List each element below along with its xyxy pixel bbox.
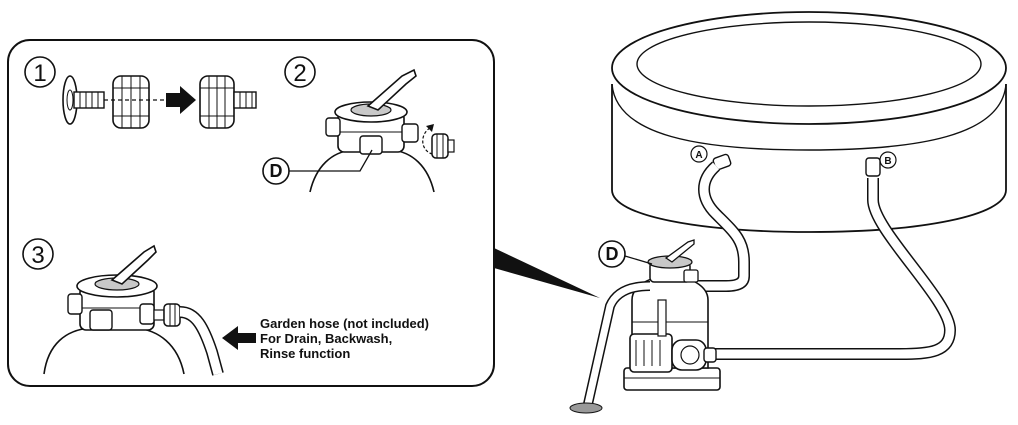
hose-note-line3: Rinse function <box>260 346 350 361</box>
step-1: 1 <box>24 56 257 129</box>
multiport-valve-icon <box>325 68 419 155</box>
step-2: 2 D <box>262 56 455 193</box>
assembly-arrow-icon <box>166 86 196 114</box>
drain-hose-inner <box>584 282 651 405</box>
strainer-part-icon <box>62 75 105 125</box>
port-a-badge <box>690 145 708 163</box>
step-1-number: 1 <box>33 60 46 87</box>
drain-puddle <box>569 402 603 414</box>
sand-filter-pump <box>623 239 721 391</box>
rotate-arrow-icon <box>422 127 433 155</box>
multiport-valve-step3-icon <box>67 244 158 331</box>
port-a-label: A <box>695 150 702 161</box>
garden-hose-inner <box>179 307 223 376</box>
hose-b-inner <box>706 178 955 359</box>
step-3-number: 3 <box>31 242 44 269</box>
port-b-label: B <box>884 156 891 167</box>
step-2-number: 2 <box>293 60 306 87</box>
pool-ring-lower <box>611 83 1007 151</box>
valve-label-d: D <box>270 161 283 181</box>
hose-a-inner <box>686 162 749 291</box>
hose-note-line1: Garden hose (not included) <box>260 316 429 331</box>
step-2-badge <box>284 56 316 88</box>
pump-valve-label-d-badge <box>598 240 626 268</box>
valve-d-leader-line <box>289 149 373 172</box>
port-a: A <box>690 145 732 171</box>
step-3: 3 Garden hose (not included) For Drai <box>22 238 429 376</box>
pool-inner-ring <box>636 21 982 107</box>
hose-note-line2: For Drain, Backwash, <box>260 331 392 346</box>
nut-part-icon <box>112 75 150 129</box>
drain-cap-icon <box>431 133 455 159</box>
step-3-badge <box>22 238 54 270</box>
above-ground-pool <box>611 11 1007 233</box>
assembled-strainer-icon <box>199 75 257 129</box>
step-1-badge <box>24 56 56 88</box>
note-arrow-icon <box>222 326 256 350</box>
callout-pointer <box>494 248 600 298</box>
rotate-arrow-head <box>426 124 434 132</box>
pump-valve-leader-line <box>624 255 653 265</box>
port-b: B <box>865 151 897 177</box>
pump-valve-label-d: D <box>606 244 619 264</box>
